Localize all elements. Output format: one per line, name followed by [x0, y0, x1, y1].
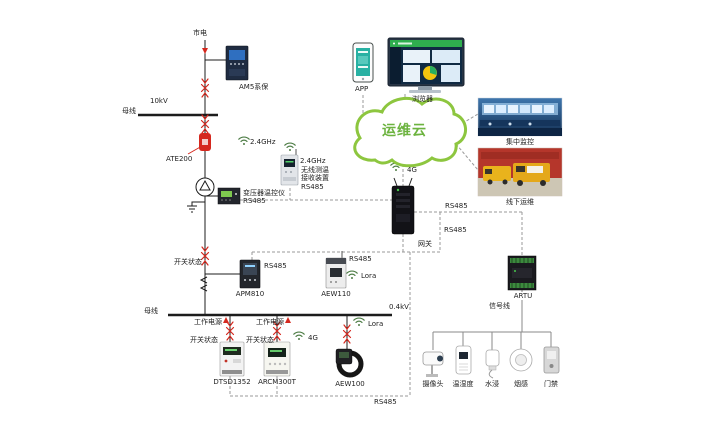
label-sensor-access: 门禁	[544, 380, 558, 388]
apm810-device	[239, 259, 261, 289]
label-10kv: 10kV	[150, 97, 168, 105]
ops-cloud-shape	[353, 96, 467, 168]
label-lora-aew110: Lora	[361, 272, 377, 280]
comm-lines	[229, 94, 523, 397]
label-work-power-2: 工作电源	[256, 318, 284, 326]
dtsd1352-device	[219, 341, 245, 377]
label-sensor-temp-humidity: 温湿度	[452, 380, 474, 388]
label-rs485-apm: RS485	[264, 262, 287, 270]
label-rs485-aew110: RS485	[349, 255, 372, 263]
label-busbar-top: 母线	[122, 107, 136, 115]
arcm300t-device	[263, 341, 291, 377]
wifi-4g-arcm-icon	[293, 331, 305, 341]
label-ate200: ATE200	[166, 155, 193, 163]
temp-humidity-sensor	[455, 345, 472, 375]
label-rs485-branch: RS485	[443, 226, 468, 235]
label-rs485-bottom: RS485	[374, 398, 397, 406]
wifi-lora-aew110-icon	[346, 270, 358, 280]
breaker-symbols	[200, 78, 352, 344]
gateway-device	[391, 177, 415, 235]
label-wireless-receiver: 无线测温 接收装置 RS485	[301, 166, 329, 191]
wireless-receiver-device	[280, 149, 299, 186]
offline-ops-photo	[477, 147, 563, 197]
label-arcm300t: ARCM300T	[258, 378, 296, 386]
label-switch-state-1: 开关状态	[174, 258, 202, 266]
smoke-detector-sensor	[509, 348, 533, 372]
label-apm810: APM810	[235, 290, 265, 298]
label-switch-state-3: 开关状态	[246, 336, 274, 344]
browser-monitor	[387, 37, 465, 93]
label-offline-ops: 线下运维	[506, 198, 534, 206]
label-app: APP	[355, 85, 369, 93]
access-control-sensor	[543, 346, 560, 374]
label-04kv: 0.4kV	[389, 303, 409, 311]
label-ops-cloud: 运维云	[382, 123, 427, 139]
work-power-arrow-1	[223, 317, 229, 323]
label-busbar-bottom: 母线	[144, 307, 158, 315]
label-4g-gateway: 4G	[407, 166, 417, 174]
protection-relay-device	[225, 45, 249, 81]
label-aew100: AEW100	[335, 380, 365, 388]
wifi-24ghz-a-icon	[238, 136, 250, 146]
label-dtsd1352: DTSD1352	[213, 378, 251, 386]
label-switch-state-2: 开关状态	[190, 336, 218, 344]
label-24ghz-b: 2.4GHz	[300, 157, 326, 165]
label-24ghz-a: 2.4GHz	[250, 138, 276, 146]
camera-sensor	[422, 351, 444, 377]
aew110-device	[325, 251, 347, 289]
label-transformer-controller: 变压器温控仪 RS485	[243, 189, 285, 206]
label-4g-arcm: 4G	[308, 334, 318, 342]
water-leak-sensor	[485, 349, 500, 379]
label-sensor-smoke: 烟感	[514, 380, 528, 388]
wifi-24ghz-b-icon	[284, 142, 296, 152]
app-phone	[352, 42, 374, 83]
ate200-sensor	[199, 133, 211, 151]
wifi-lora-aew100-icon	[353, 317, 365, 327]
label-browser: 浏览器	[412, 95, 433, 103]
work-power-arrow-2	[285, 317, 291, 323]
label-mains: 市电	[193, 29, 207, 37]
power-lines	[138, 40, 392, 350]
label-relay: AM5系保	[239, 83, 269, 91]
central-monitoring-photo	[477, 97, 563, 137]
label-sensor-camera: 摄像头	[422, 380, 444, 388]
transformer-symbol	[195, 177, 215, 197]
label-sensor-water: 水浸	[485, 380, 499, 388]
label-artu: ARTU	[497, 292, 549, 301]
label-central-monitoring: 集中监控	[506, 138, 534, 146]
label-work-power-1: 工作电源	[194, 318, 222, 326]
label-rs485-gw-artu: RS485	[444, 202, 469, 211]
aew100-device	[335, 348, 364, 378]
label-gateway: 网关	[417, 240, 433, 249]
label-lora-aew100: Lora	[368, 320, 384, 328]
transformer-controller-device	[217, 187, 241, 205]
incoming-arrow	[202, 48, 208, 54]
label-aew110: AEW110	[321, 290, 351, 298]
artu-device	[507, 255, 537, 291]
label-signal-line: 信号线	[489, 302, 510, 310]
